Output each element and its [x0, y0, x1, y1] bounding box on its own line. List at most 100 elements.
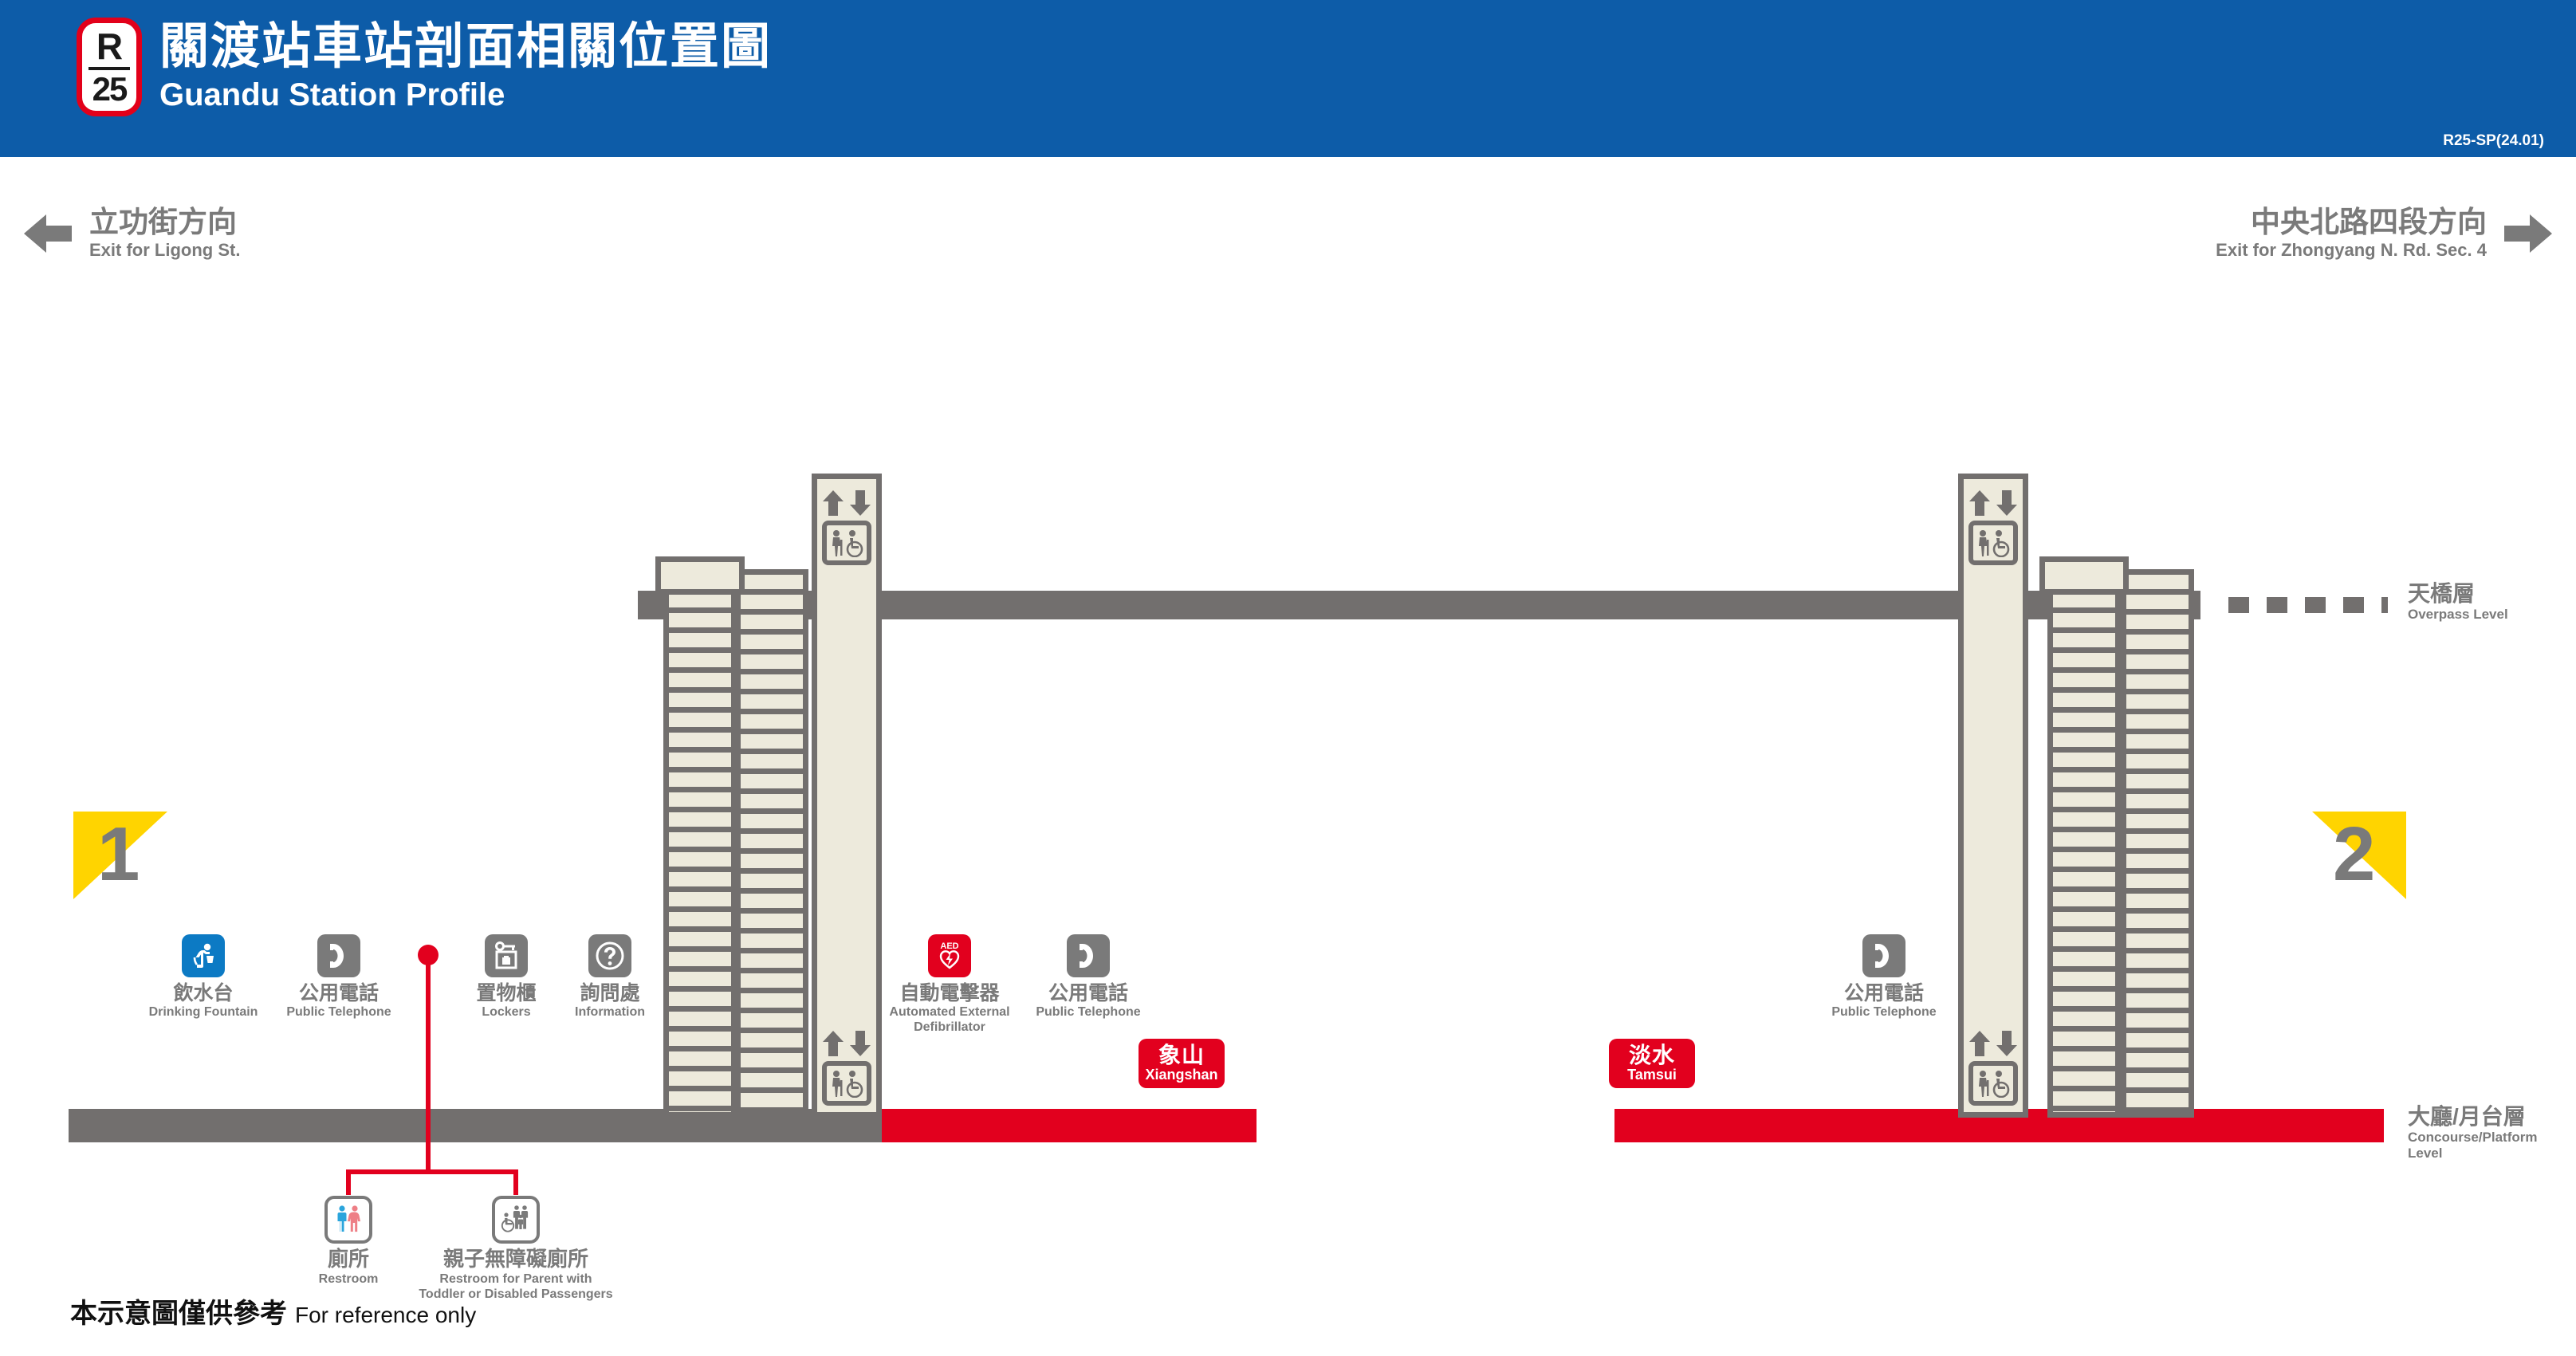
up-down-arrows-icon — [1965, 487, 2021, 519]
footnote-zh: 本示意圖僅供參考 — [70, 1299, 287, 1329]
platform-number: 1 — [97, 812, 140, 897]
destination-en: Xiangshan — [1145, 1066, 1218, 1083]
facility-information[interactable]: 詢問處 Information — [542, 934, 678, 1020]
facility-label-en: Information — [575, 1004, 645, 1019]
stair-steps — [669, 573, 731, 1112]
arrow-left-icon — [24, 214, 72, 253]
title-block: 關渡站車站剖面相關位置圖 Guandu Station Profile — [159, 18, 773, 114]
stair-steps — [2053, 573, 2115, 1112]
level-label-en-2: Level — [2408, 1146, 2443, 1161]
platform-number: 2 — [2333, 812, 2376, 897]
platform-marker-1: 1 — [73, 812, 167, 899]
restroom-label-zh: 親子無障礙廁所 — [442, 1247, 588, 1271]
level-label-en: Concourse/Platform — [2408, 1129, 2538, 1145]
up-down-arrows-icon — [1965, 1028, 2021, 1059]
destination-plate-tamsui: 淡水 Tamsui — [1609, 1039, 1695, 1088]
restroom-leader-horizontal — [346, 1169, 518, 1174]
aed-icon: AED — [928, 934, 971, 977]
arrow-right-icon — [2504, 214, 2552, 253]
facility-lockers[interactable]: 置物櫃 Lockers — [439, 934, 574, 1020]
facility-label-en: Lockers — [482, 1004, 531, 1019]
elevator-accessible-icon — [1968, 1061, 2018, 1106]
exit-right-label-zh: 中央北路四段方向 — [2251, 206, 2487, 238]
platform-marker-2: 2 — [2312, 812, 2406, 899]
facility-label-en: Drinking Fountain — [148, 1004, 258, 1019]
restroom-label-en: Restroom — [318, 1271, 379, 1286]
facility-aed[interactable]: AED 自動電擊器 Automated External Defibrillat… — [882, 934, 1017, 1036]
elevator-accessible-icon — [822, 1061, 871, 1106]
staircase-left-b — [735, 569, 808, 1118]
facility-label-zh: 飲水台 — [173, 982, 234, 1004]
staircase-right-a — [2047, 568, 2121, 1118]
platform-slab-left-red — [882, 1109, 1257, 1142]
destination-en: Tamsui — [1627, 1066, 1677, 1083]
platform-triangle-icon — [73, 812, 167, 899]
facility-public-telephone-center[interactable]: 公用電話 Public Telephone — [1021, 934, 1156, 1020]
line-letter: R — [96, 26, 123, 67]
exit-left-label-en: Exit for Ligong St. — [89, 240, 241, 261]
facility-restroom[interactable]: 廁所 Restroom — [237, 1196, 460, 1287]
restroom-icon — [324, 1196, 372, 1244]
destination-zh: 象山 — [1158, 1042, 1205, 1067]
facility-public-telephone-left[interactable]: 公用電話 Public Telephone — [271, 934, 407, 1020]
platform-triangle-icon — [2312, 812, 2406, 899]
facility-public-telephone-right[interactable]: 公用電話 Public Telephone — [1816, 934, 1952, 1020]
facility-accessible-family-restroom[interactable]: 親子無障礙廁所 Restroom for Parent with Toddler… — [404, 1196, 627, 1302]
stair-steps — [741, 575, 803, 1112]
sheet-code: R25-SP(24.01) — [2443, 132, 2544, 149]
facility-label-en: Public Telephone — [286, 1004, 391, 1019]
elevator-accessible-icon — [822, 521, 871, 565]
destination-zh: 淡水 — [1628, 1042, 1675, 1067]
restroom-label-zh: 廁所 — [327, 1247, 369, 1271]
svg-text:AED: AED — [940, 941, 958, 951]
facility-label-en-2: Defibrillator — [914, 1020, 985, 1034]
facility-label-zh: 公用電話 — [1843, 982, 1924, 1004]
header-title-group: R 25 關渡站車站剖面相關位置圖 Guandu Station Profile — [77, 18, 772, 116]
stair-steps — [2126, 575, 2189, 1112]
restroom-label-en: Restroom for Parent with — [439, 1271, 592, 1286]
facility-label-en: Automated External — [889, 1004, 1010, 1019]
up-down-arrows-icon — [819, 1028, 875, 1059]
drinking-fountain-icon — [182, 934, 225, 977]
page-header: R 25 關渡站車站剖面相關位置圖 Guandu Station Profile… — [0, 0, 2576, 157]
facility-label-zh: 自動電擊器 — [899, 982, 1000, 1004]
telephone-icon — [317, 934, 360, 977]
information-icon — [588, 934, 631, 977]
facility-label-en: Public Telephone — [1831, 1004, 1937, 1019]
page-title-zh: 關渡站車站剖面相關位置圖 — [159, 18, 773, 74]
staircase-left-a — [663, 568, 737, 1118]
locker-icon — [485, 934, 528, 977]
overpass-continuation-dashed-line — [2228, 597, 2388, 613]
stair-top-cap-right-a — [2039, 556, 2129, 595]
right-elevator[interactable] — [1958, 474, 2028, 1118]
up-down-arrows-icon — [819, 487, 875, 519]
page-title-en: Guandu Station Profile — [159, 77, 505, 113]
exit-right-label-en: Exit for Zhongyang N. Rd. Sec. 4 — [2216, 240, 2487, 261]
stair-top-cap-left-a — [655, 556, 745, 595]
facility-drinking-fountain[interactable]: 飲水台 Drinking Fountain — [136, 934, 271, 1020]
telephone-icon — [1067, 934, 1110, 977]
badge-divider — [88, 67, 130, 70]
level-label-overpass: 天橋層 Overpass Level — [2408, 581, 2508, 623]
level-label-zh: 大廳/月台層 — [2408, 1104, 2526, 1129]
station-code-badge: R 25 — [77, 18, 142, 116]
restroom-leader-vertical — [426, 961, 431, 1169]
facility-label-en: Public Telephone — [1036, 1004, 1141, 1019]
level-label-en: Overpass Level — [2408, 606, 2508, 622]
facility-label-zh: 公用電話 — [1048, 982, 1128, 1004]
facility-label-zh: 公用電話 — [298, 982, 379, 1004]
telephone-icon — [1862, 934, 1905, 977]
destination-plate-xiangshan: 象山 Xiangshan — [1139, 1039, 1225, 1088]
exit-direction-right: 中央北路四段方向 Exit for Zhongyang N. Rd. Sec. … — [2216, 206, 2554, 261]
footnote-en: For reference only — [295, 1303, 477, 1327]
exit-left-label-zh: 立功街方向 — [89, 206, 237, 238]
restroom-leader-branch-2 — [513, 1169, 518, 1195]
facility-label-zh: 詢問處 — [580, 982, 640, 1004]
station-number: 25 — [92, 70, 128, 108]
accessible-family-restroom-icon — [492, 1196, 540, 1244]
staircase-right-b — [2121, 569, 2194, 1118]
level-label-concourse-platform: 大廳/月台層 Concourse/Platform Level — [2408, 1104, 2538, 1162]
facility-label-zh: 置物櫃 — [476, 982, 537, 1004]
elevator-accessible-icon — [1968, 521, 2018, 565]
left-elevator[interactable] — [812, 474, 882, 1118]
